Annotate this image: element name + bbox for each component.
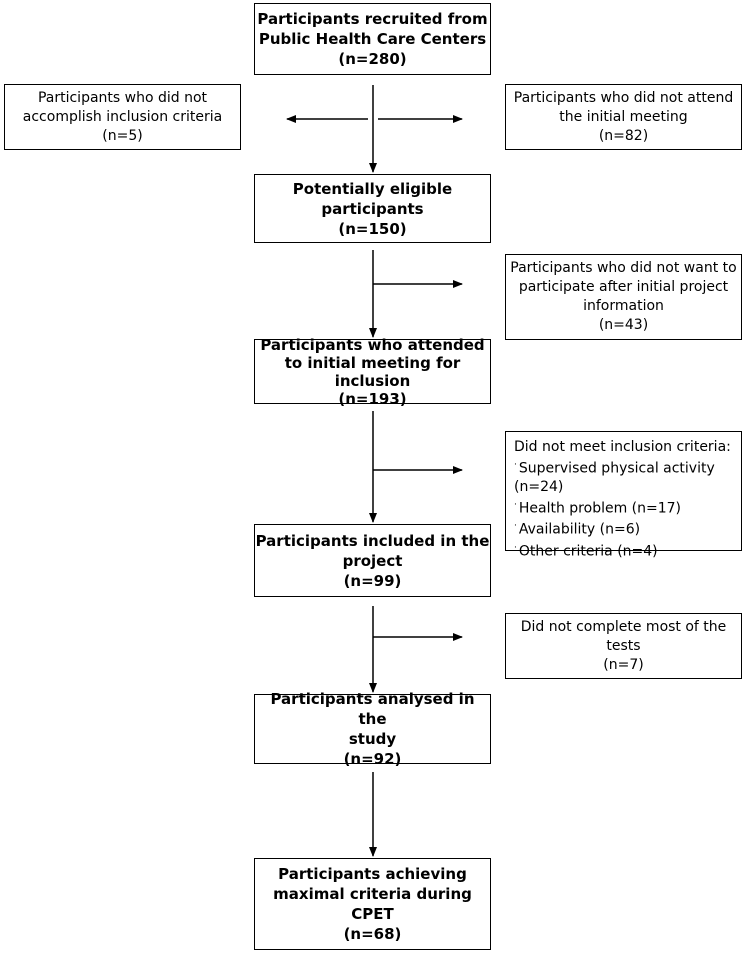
box-no-want-line-3: information	[583, 298, 664, 314]
box-not-complete: Did not complete most of the tests (n=7)	[505, 613, 742, 679]
box-no-criteria-count: (n=5)	[102, 127, 143, 144]
bullet-icon: ·	[514, 542, 517, 553]
box-not-meet: Did not meet inclusion criteria: ·Superv…	[505, 431, 742, 560]
box-recruited-line-2: Public Health Care Centers	[258, 30, 487, 48]
box-attended-line-3: inclusion	[334, 371, 411, 390]
box-recruited-count: (n=280)	[338, 50, 407, 68]
box-not-meet-item-supervised: ·Supervised physical activity	[514, 456, 715, 478]
box-no-criteria-line-1: Participants who did not	[37, 89, 208, 106]
box-no-attend-count: (n=82)	[598, 127, 649, 144]
bullet-icon: ·	[514, 460, 517, 470]
bullet-icon: ·	[514, 521, 517, 532]
box-no-criteria-line-2: accomplish inclusion criteria	[22, 108, 223, 125]
box-no-attend-line-2: the initial meeting	[559, 108, 688, 125]
box-achieving-count: (n=68)	[343, 925, 402, 943]
box-achieving-line-1: Participants achieving	[278, 865, 467, 883]
box-eligible: Potentially eligible participants (n=150…	[254, 174, 491, 243]
box-no-want-line-1: Participants who did not want to	[510, 260, 737, 276]
box-not-meet-item-text: Health problem (n=17)	[518, 500, 682, 517]
box-not-meet-item-availability: ·Availability (n=6)	[514, 517, 640, 539]
box-recruited-line-1: Participants recruited from	[257, 10, 488, 28]
box-not-meet-item-text: Supervised physical activity	[518, 460, 715, 477]
box-no-want-count: (n=43)	[598, 317, 649, 333]
box-eligible-line-1: Potentially eligible	[292, 179, 453, 198]
box-achieving: Participants achieving maximal criteria …	[254, 858, 491, 950]
box-attended-line-1: Participants who attended	[260, 335, 485, 354]
box-not-meet-item-supervised-count: (n=24)	[514, 478, 564, 495]
box-achieving-line-3: CPET	[351, 905, 394, 923]
box-included-line-2: project	[342, 551, 403, 570]
box-no-want: Participants who did not want to partici…	[505, 254, 742, 340]
box-eligible-line-2: participants	[321, 199, 424, 218]
box-not-complete-count: (n=7)	[603, 656, 644, 673]
box-not-meet-item-text: Other criteria (n=4)	[518, 543, 658, 560]
box-included-line-1: Participants included in the	[255, 531, 490, 550]
box-recruited: Participants recruited from Public Healt…	[254, 3, 491, 75]
box-analysed: Participants analysed in the study (n=92…	[254, 690, 491, 768]
box-attended-count: (n=193)	[338, 389, 407, 408]
box-included: Participants included in the project (n=…	[254, 524, 491, 597]
box-not-meet-title: Did not meet inclusion criteria:	[514, 439, 731, 455]
box-achieving-line-2: maximal criteria during	[273, 885, 472, 903]
box-not-complete-line-1: Did not complete most of the	[520, 618, 727, 635]
box-analysed-line-2: study	[348, 730, 397, 748]
box-no-attend: Participants who did not attend the init…	[505, 84, 742, 150]
box-analysed-count: (n=92)	[343, 750, 402, 768]
box-no-criteria: Participants who did not accomplish incl…	[4, 84, 241, 150]
box-no-want-line-2: participate after initial project	[518, 279, 729, 295]
box-not-meet-item-health: ·Health problem (n=17)	[514, 496, 681, 518]
box-included-count: (n=99)	[343, 571, 402, 590]
box-not-meet-item-text: Availability (n=6)	[518, 521, 641, 538]
box-analysed-line-1: Participants analysed in the	[270, 690, 475, 728]
box-eligible-count: (n=150)	[338, 219, 407, 238]
box-attended-line-2: to initial meeting for	[284, 353, 461, 372]
box-not-meet-item-other: ·Other criteria (n=4)	[514, 539, 658, 561]
box-not-complete-line-2: tests	[606, 637, 641, 654]
box-no-attend-line-1: Participants who did not attend	[513, 89, 734, 106]
bullet-icon: ·	[514, 499, 517, 510]
box-attended: Participants who attended to initial mee…	[254, 335, 491, 408]
